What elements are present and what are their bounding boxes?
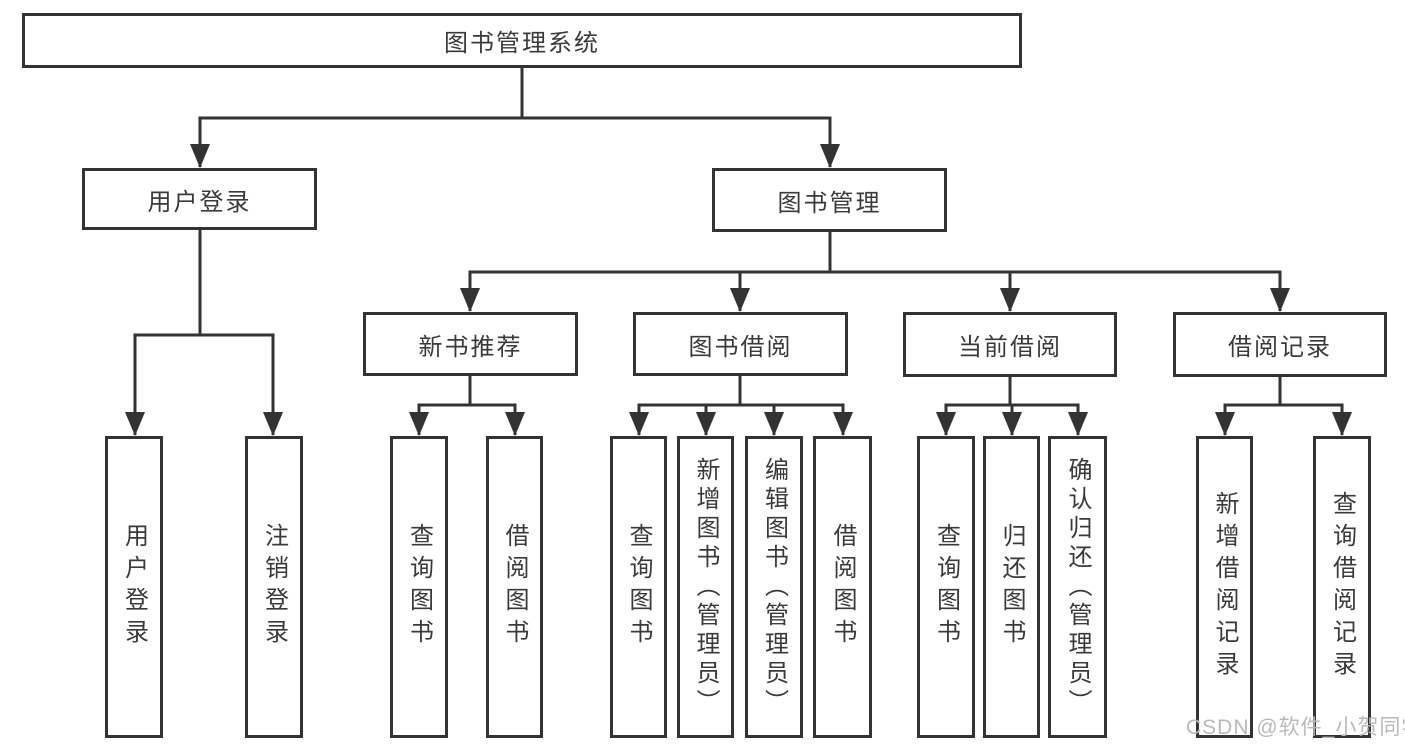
leaf-user-login: 用户登录 [105, 436, 163, 738]
leaf-borrow-books: 借阅图书 [813, 436, 872, 738]
node-library-management-system: 图书管理系统 [22, 13, 1022, 68]
leaf-query-books-borrow: 查询图书 [610, 436, 667, 738]
leaf-confirm-return-admin: 确认归还（管理员） [1048, 436, 1107, 738]
node-user-login: 用户登录 [82, 168, 317, 230]
leaf-edit-book-admin: 编辑图书（管理员） [745, 436, 803, 738]
leaf-query-books-recommend: 查询图书 [390, 436, 448, 738]
leaf-borrow-books-recommend: 借阅图书 [486, 436, 543, 738]
node-current-borrowing: 当前借阅 [903, 312, 1117, 377]
leaf-logout: 注销登录 [245, 436, 303, 738]
leaf-add-book-admin: 新增图书（管理员） [677, 436, 734, 738]
node-book-management: 图书管理 [712, 168, 947, 232]
leaf-query-borrow-record: 查询借阅记录 [1313, 436, 1371, 738]
node-borrowing-records: 借阅记录 [1173, 312, 1387, 377]
node-book-borrowing: 图书借阅 [633, 312, 848, 376]
leaf-add-borrow-record: 新增借阅记录 [1196, 436, 1253, 738]
leaf-return-books: 归还图书 [983, 436, 1040, 738]
leaf-query-books-current: 查询图书 [917, 436, 975, 738]
node-new-book-recommendation: 新书推荐 [363, 312, 578, 376]
watermark: CSDN @软件_小贺同学 [1186, 716, 1405, 739]
